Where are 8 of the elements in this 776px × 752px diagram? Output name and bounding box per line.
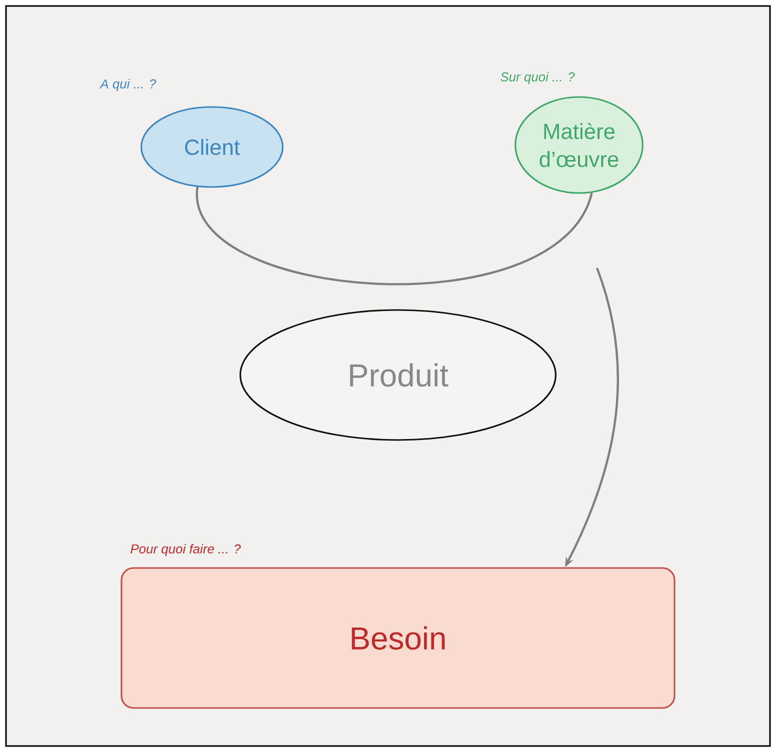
ellipse-node: Produit [240, 309, 556, 441]
connector-line [196, 186, 593, 285]
rounded-box: Besoin [120, 567, 676, 709]
ellipse-node: Matière d’œuvre [514, 96, 644, 194]
ellipse-node: Client [140, 106, 284, 188]
question-label: Sur quoi ... ? [500, 72, 575, 84]
question-label: A qui ... ? [100, 78, 156, 92]
question-label: Pour quoi faire ... ? [130, 544, 241, 556]
